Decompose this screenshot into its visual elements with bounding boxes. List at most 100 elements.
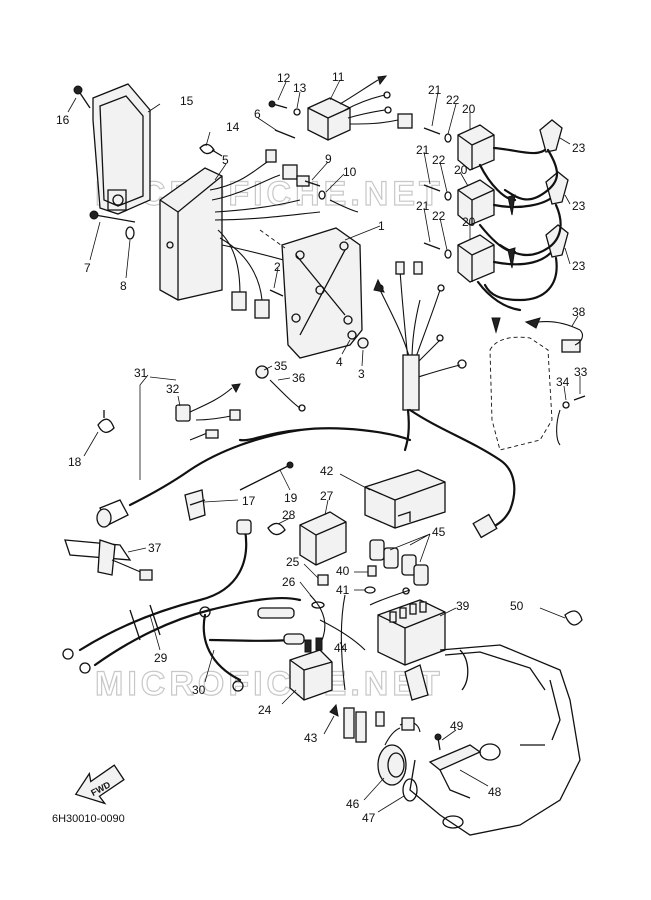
callout-21c: 21 — [416, 199, 430, 213]
callout-1: 1 — [378, 219, 385, 233]
callout-18: 18 — [68, 455, 82, 469]
part-40-screw — [367, 565, 377, 577]
fwd-arrow-icon: FWD — [74, 764, 125, 805]
part-26-washer — [311, 601, 325, 609]
callout-26: 26 — [282, 575, 296, 589]
callout-22b: 22 — [432, 153, 446, 167]
callout-32: 32 — [166, 382, 180, 396]
part-30-cable — [199, 606, 305, 692]
callout-38: 38 — [572, 305, 586, 319]
part-45-fuse-holders — [369, 539, 429, 586]
callout-19: 19 — [284, 491, 298, 505]
callout-46: 46 — [346, 797, 360, 811]
part-25-screw — [317, 574, 329, 586]
callout-23c: 23 — [572, 259, 586, 273]
callout-8: 8 — [120, 279, 127, 293]
part-16-screw — [73, 85, 91, 109]
callout-2: 2 — [274, 260, 281, 274]
part-39-fuse-box — [369, 587, 446, 701]
part-3-nut — [357, 337, 369, 349]
coil-terminals — [491, 194, 516, 334]
callout-7: 7 — [84, 261, 91, 275]
callout-30: 30 — [192, 683, 206, 697]
part-31-main-harness — [96, 408, 516, 539]
part-21-screws — [423, 127, 441, 250]
callout-15: 15 — [180, 94, 194, 108]
part-47-grommet — [402, 778, 418, 802]
callout-22c: 22 — [432, 209, 446, 223]
bottom-cowling — [409, 644, 581, 836]
callout-23a: 23 — [572, 141, 586, 155]
part-32-connector — [175, 383, 241, 441]
callout-22a: 22 — [446, 93, 460, 107]
watermark-bottom: MICROFICHE.NET — [95, 665, 444, 703]
part-37-bracket — [64, 539, 153, 581]
part-14-clip — [199, 143, 223, 157]
callout-6: 6 — [254, 107, 261, 121]
callout-47: 47 — [362, 811, 376, 825]
callout-4: 4 — [336, 355, 343, 369]
callout-43: 43 — [304, 731, 318, 745]
part-34-washer — [556, 401, 570, 446]
callout-29: 29 — [154, 651, 168, 665]
leader-lines — [67, 79, 581, 813]
part-43-connectors — [329, 703, 421, 743]
part-13-washer — [293, 108, 301, 116]
callout-36: 36 — [292, 371, 306, 385]
callout-44: 44 — [334, 641, 348, 655]
callout-40: 40 — [336, 564, 350, 578]
callout-49: 49 — [450, 719, 464, 733]
callout-41: 41 — [336, 583, 350, 597]
part-15-bracket — [92, 83, 151, 215]
callout-20c: 20 — [462, 215, 476, 229]
callout-37: 37 — [148, 541, 162, 555]
part-36-connector — [269, 379, 306, 412]
part-42-fuse-cover — [364, 469, 446, 529]
callout-10: 10 — [343, 165, 357, 179]
part-22-washers — [444, 133, 452, 259]
part-44-wire — [319, 594, 366, 691]
callout-13: 13 — [293, 81, 307, 95]
callout-21b: 21 — [416, 143, 430, 157]
callout-42: 42 — [320, 464, 334, 478]
part-8-washer — [125, 226, 135, 240]
callout-48: 48 — [488, 785, 502, 799]
part-49-screw — [434, 733, 442, 751]
part-35-bolt — [255, 365, 269, 379]
callout-28: 28 — [282, 508, 296, 522]
callout-45: 45 — [432, 525, 446, 539]
part-10-washer — [318, 190, 359, 213]
callout-27: 27 — [320, 489, 334, 503]
callout-39: 39 — [456, 599, 470, 613]
part-2-bolt — [269, 289, 284, 297]
part-6-screw — [274, 129, 296, 139]
part-28-clip — [267, 522, 286, 536]
callout-20b: 20 — [454, 163, 468, 177]
part-5-cdi-unit — [159, 149, 321, 319]
callout-24: 24 — [258, 703, 272, 717]
callout-16: 16 — [56, 113, 70, 127]
part-4-nut — [347, 330, 357, 340]
callout-9: 9 — [325, 152, 332, 166]
part-20-ignition-coil-3 — [457, 234, 557, 312]
part-48-plate — [428, 744, 482, 799]
part-19-rod — [239, 461, 294, 491]
engine-block-outline — [489, 336, 553, 451]
callout-50: 50 — [510, 599, 524, 613]
callout-34: 34 — [556, 375, 570, 389]
part-20-ignition-coil-1 — [457, 124, 552, 202]
callout-17: 17 — [242, 494, 256, 508]
callout-12: 12 — [277, 71, 291, 85]
part-33-screw — [573, 395, 586, 401]
callout-25: 25 — [286, 555, 300, 569]
callout-23b: 23 — [572, 199, 586, 213]
callout-11: 11 — [332, 70, 345, 84]
part-12-bolt — [268, 100, 288, 109]
part-27-relay-cover — [299, 511, 347, 566]
part-23-plug-caps — [483, 119, 569, 302]
part-1-mounting-plate — [259, 227, 363, 359]
part-18-clip — [97, 410, 115, 433]
callout-3: 3 — [358, 367, 365, 381]
callout-35: 35 — [274, 359, 288, 373]
